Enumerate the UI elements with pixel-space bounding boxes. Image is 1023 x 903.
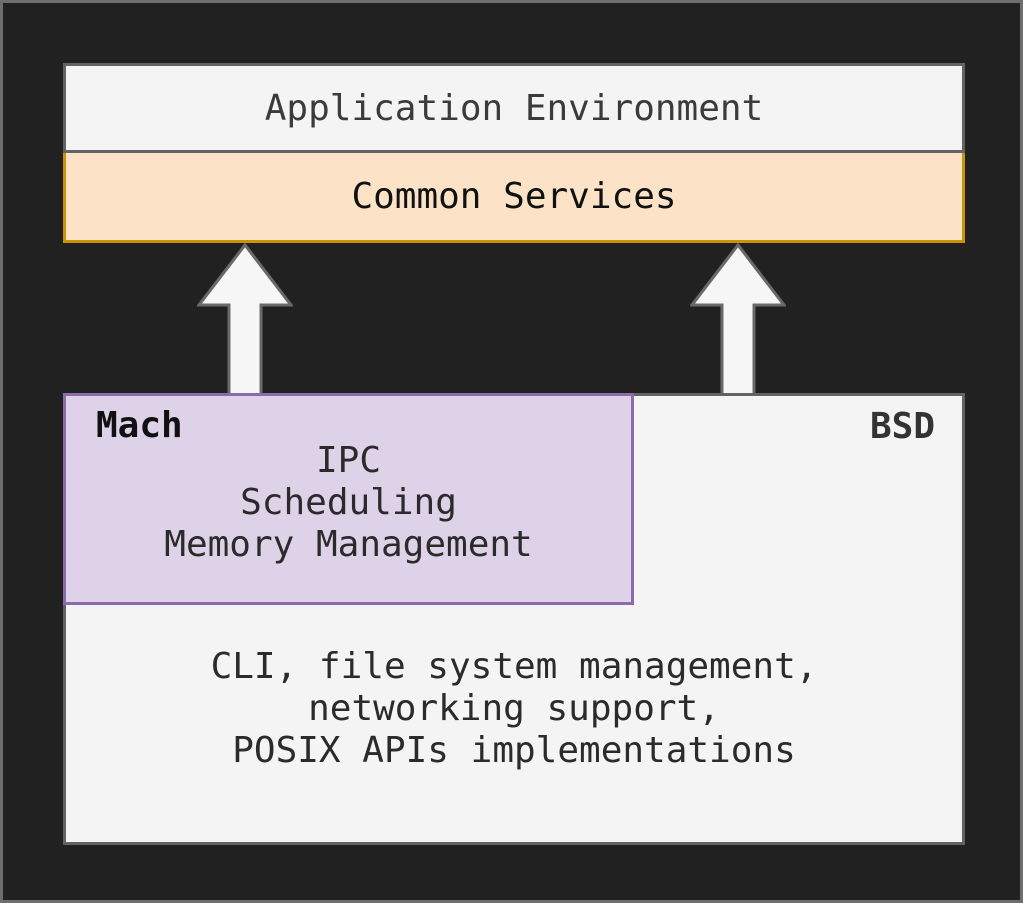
mach-components: IPC Scheduling Memory Management: [66, 440, 631, 566]
up-arrow-icon: [197, 243, 293, 396]
application-environment-label: Application Environment: [264, 87, 764, 129]
mach-component-line: Scheduling: [240, 482, 457, 523]
bsd-description-line: CLI, file system management,: [210, 646, 818, 687]
mach-component-line: Memory Management: [164, 524, 533, 565]
mach-label: Mach: [96, 405, 183, 446]
up-arrow-icon: [690, 243, 786, 396]
mach-box: Mach IPC Scheduling Memory Management: [63, 393, 634, 605]
bsd-description-line: networking support,: [308, 688, 720, 729]
common-services-label: Common Services: [351, 176, 677, 217]
mach-component-line: IPC: [315, 440, 382, 481]
common-services-box: Common Services: [63, 153, 965, 243]
bsd-label: BSD: [869, 406, 935, 447]
bsd-description: CLI, file system management, networking …: [66, 646, 962, 772]
application-environment-box: Application Environment: [63, 63, 965, 153]
bsd-description-line: POSIX APIs implementations: [232, 730, 796, 771]
